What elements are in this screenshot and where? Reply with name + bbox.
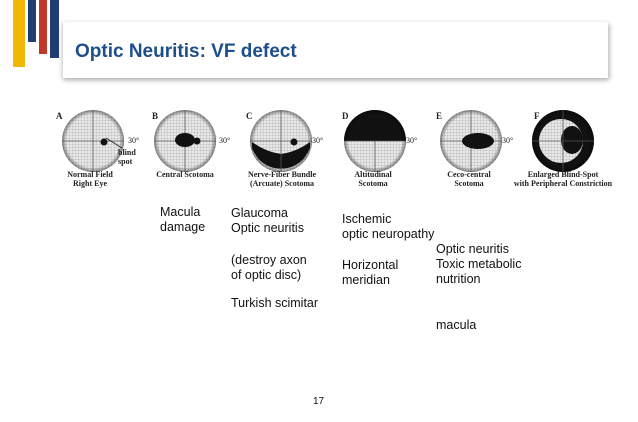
visual-field-arcuate-scotoma — [250, 110, 312, 172]
panel-letter-c: C — [246, 111, 253, 121]
degree-label-b: 30° — [219, 136, 231, 145]
degree-label-d: 30° — [406, 136, 418, 145]
note-turkish-scimitar: Turkish scimitar — [231, 296, 319, 310]
visual-field-central-scotoma — [154, 110, 216, 172]
accent-bar-navy-1 — [28, 0, 36, 42]
caption-cecocentral-scotoma: Ceco-central Scotoma — [447, 170, 491, 188]
caption-central-scotoma: Central Scotoma — [156, 170, 214, 179]
slide-title: Optic Neuritis: VF defect — [75, 41, 297, 62]
visual-field-cecocentral-scotoma — [440, 110, 502, 172]
degree-label-e: 30° — [502, 136, 514, 145]
panel-letter-f: F — [534, 111, 540, 121]
caption-altitudinal-scotoma: Altitudinal Scotoma — [354, 170, 392, 188]
caption-normal-field: Normal Field Right Eye — [67, 170, 113, 188]
accent-bar-red — [39, 0, 47, 54]
visual-field-normal — [62, 110, 124, 172]
accent-bar-navy-2 — [50, 0, 59, 58]
panel-letter-a: A — [56, 111, 63, 121]
panel-letter-e: E — [436, 111, 443, 121]
title-box — [62, 22, 608, 78]
page-number: 17 — [313, 396, 325, 407]
degree-label-a: 30° — [128, 136, 140, 145]
panel-letter-b: B — [152, 111, 159, 121]
degree-label-c: 30° — [312, 136, 324, 145]
caption-enlarged-blind-spot: Enlarged Blind-Spot with Peripheral Cons… — [513, 170, 613, 188]
visual-field-enlarged-blind-spot — [532, 110, 594, 172]
accent-bar-gold — [13, 0, 25, 67]
panel-letter-d: D — [342, 111, 349, 121]
blind-spot-arrow — [105, 137, 123, 149]
note-macula: macula — [436, 318, 477, 332]
blind-spot-label: blind spot — [118, 148, 136, 166]
visual-field-altitudinal-scotoma — [344, 110, 406, 172]
caption-arcuate-scotoma: Nerve-Fiber Bundle (Arcuate) Scotoma — [247, 170, 317, 188]
